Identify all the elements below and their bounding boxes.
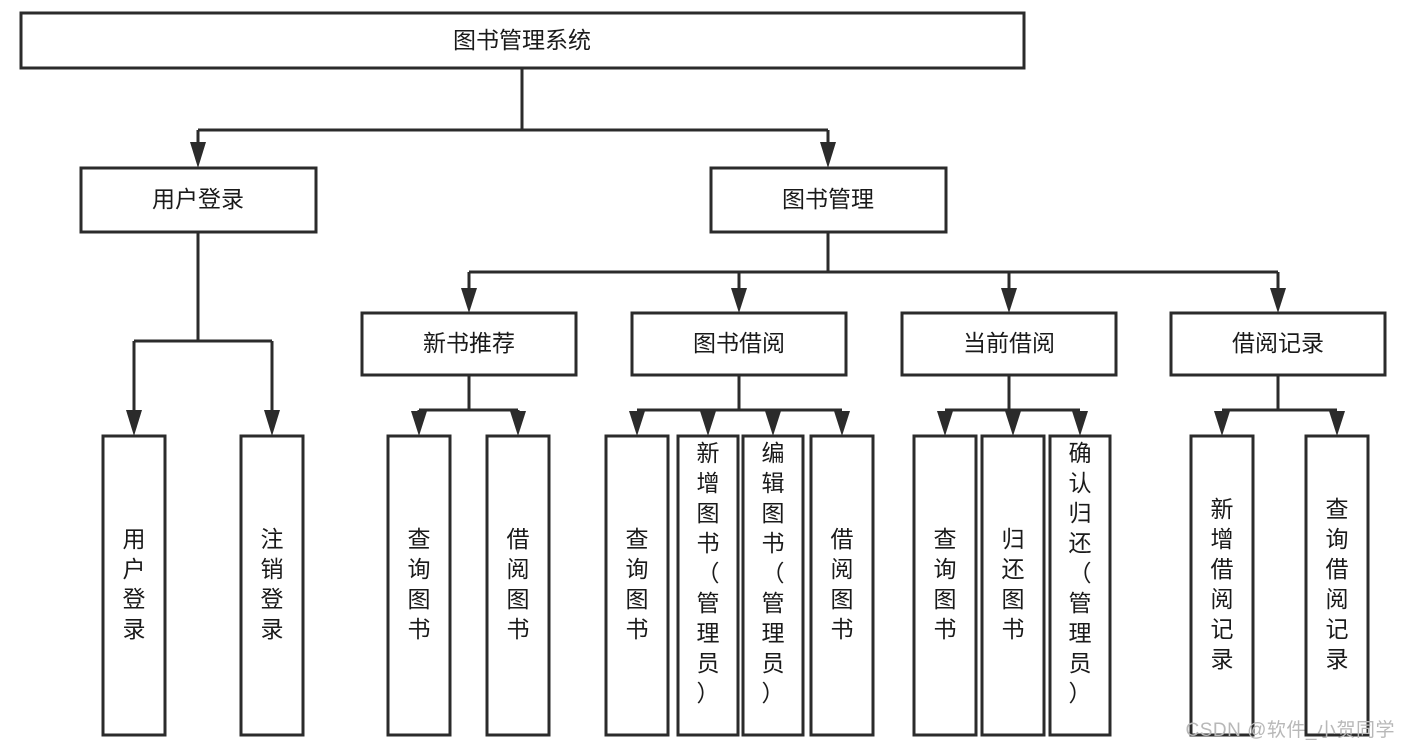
node-leaf-confirm-return-label: 确认归还（管理员） — [1069, 440, 1092, 706]
node-borrow-record-label: 借阅记录 — [1232, 330, 1324, 356]
arrow-head-borrow-record — [1270, 288, 1286, 313]
node-leaf-query-book-3-label: 查询图书 — [934, 526, 957, 642]
node-user-login-box[interactable] — [79, 166, 318, 234]
node-leaf-borrow-book-2[interactable]: 借阅图书 — [809, 434, 875, 737]
arrow-head-new-book-recommend — [461, 288, 477, 313]
node-book-borrow[interactable]: 图书借阅 — [630, 311, 848, 377]
node-leaf-return-book-box[interactable] — [980, 434, 1046, 737]
arrow-head-leaf-user-login — [126, 410, 142, 436]
node-leaf-query-record[interactable]: 查询借阅记录 — [1304, 434, 1370, 737]
node-root[interactable]: 图书管理系统 — [19, 11, 1026, 70]
node-leaf-add-record-label: 新增借阅记录 — [1211, 496, 1234, 672]
node-leaf-query-book-2-box[interactable] — [604, 434, 670, 737]
node-new-book-recommend[interactable]: 新书推荐 — [360, 311, 578, 377]
arrow-head-leaf-borrow-book-2 — [834, 411, 850, 436]
node-user-login-label: 用户登录 — [152, 186, 244, 212]
arrow-head-user-login — [190, 142, 206, 168]
node-leaf-borrow-book-1-label: 借阅图书 — [507, 526, 530, 642]
node-leaf-edit-book-box[interactable] — [741, 434, 805, 737]
arrow-head-book-management — [820, 142, 836, 168]
node-leaf-add-record-box[interactable] — [1189, 434, 1255, 737]
node-user-login[interactable]: 用户登录 — [79, 166, 318, 234]
node-leaf-query-book-1[interactable]: 查询图书 — [386, 434, 452, 737]
node-leaf-return-book-label: 归还图书 — [1002, 526, 1025, 642]
node-leaf-add-book[interactable]: 新增图书（管理员） — [676, 434, 740, 737]
arrow-head-leaf-query-record — [1329, 411, 1345, 436]
arrow-head-leaf-query-book-3 — [937, 411, 953, 436]
node-leaf-user-login-box[interactable] — [101, 434, 167, 737]
node-leaf-edit-book-label: 编辑图书（管理员） — [762, 440, 785, 706]
node-leaf-query-record-box[interactable] — [1304, 434, 1370, 737]
arrow-head-leaf-edit-book — [765, 411, 781, 436]
node-book-borrow-label: 图书借阅 — [693, 330, 785, 356]
arrow-head-leaf-add-book — [700, 411, 716, 436]
node-leaf-query-book-2[interactable]: 查询图书 — [604, 434, 670, 737]
node-leaf-confirm-return-box[interactable] — [1048, 434, 1112, 737]
node-leaf-borrow-book-2-box[interactable] — [809, 434, 875, 737]
node-book-borrow-box[interactable] — [630, 311, 848, 377]
node-current-borrow-label: 当前借阅 — [963, 330, 1055, 356]
node-leaf-logout-label: 注销登录 — [261, 526, 284, 642]
node-leaf-query-book-1-label: 查询图书 — [408, 526, 431, 642]
arrow-head-current-borrow — [1001, 288, 1017, 313]
node-root-box[interactable] — [19, 11, 1026, 70]
arrow-head-leaf-query-book-2 — [629, 411, 645, 436]
arrow-head-leaf-query-book-1 — [411, 411, 427, 436]
node-leaf-logout-box[interactable] — [239, 434, 305, 737]
node-borrow-record-box[interactable] — [1169, 311, 1387, 377]
arrow-head-leaf-logout — [264, 410, 280, 436]
node-new-book-recommend-label: 新书推荐 — [423, 330, 515, 356]
node-leaf-edit-book[interactable]: 编辑图书（管理员） — [741, 434, 805, 737]
node-leaf-confirm-return[interactable]: 确认归还（管理员） — [1048, 434, 1112, 737]
node-leaf-query-book-3-box[interactable] — [912, 434, 978, 737]
arrow-head-book-borrow — [731, 288, 747, 313]
node-leaf-query-book-3[interactable]: 查询图书 — [912, 434, 978, 737]
node-leaf-borrow-book-1[interactable]: 借阅图书 — [485, 434, 551, 737]
node-leaf-return-book[interactable]: 归还图书 — [980, 434, 1046, 737]
node-leaf-add-book-box[interactable] — [676, 434, 740, 737]
node-leaf-user-login-label: 用户登录 — [123, 526, 146, 642]
node-borrow-record[interactable]: 借阅记录 — [1169, 311, 1387, 377]
node-leaf-query-book-1-box[interactable] — [386, 434, 452, 737]
arrow-head-leaf-add-record — [1214, 411, 1230, 436]
node-root-label: 图书管理系统 — [453, 27, 591, 53]
node-book-management[interactable]: 图书管理 — [709, 166, 948, 234]
node-leaf-user-login[interactable]: 用户登录 — [101, 434, 167, 737]
arrow-head-leaf-borrow-book-1 — [510, 411, 526, 436]
node-book-management-label: 图书管理 — [782, 186, 874, 212]
node-leaf-borrow-book-2-label: 借阅图书 — [831, 526, 854, 642]
arrow-head-leaf-confirm-return — [1072, 411, 1088, 436]
connector-layer — [126, 68, 1345, 436]
node-current-borrow-box[interactable] — [900, 311, 1118, 377]
node-current-borrow[interactable]: 当前借阅 — [900, 311, 1118, 377]
node-leaf-logout[interactable]: 注销登录 — [239, 434, 305, 737]
node-leaf-add-book-label: 新增图书（管理员） — [697, 440, 720, 706]
node-leaf-add-record[interactable]: 新增借阅记录 — [1189, 434, 1255, 737]
node-leaf-borrow-book-1-box[interactable] — [485, 434, 551, 737]
node-leaf-query-record-label: 查询借阅记录 — [1326, 496, 1349, 672]
node-leaf-query-book-2-label: 查询图书 — [626, 526, 649, 642]
node-book-management-box[interactable] — [709, 166, 948, 234]
node-new-book-recommend-box[interactable] — [360, 311, 578, 377]
arrow-head-leaf-return-book — [1005, 411, 1021, 436]
